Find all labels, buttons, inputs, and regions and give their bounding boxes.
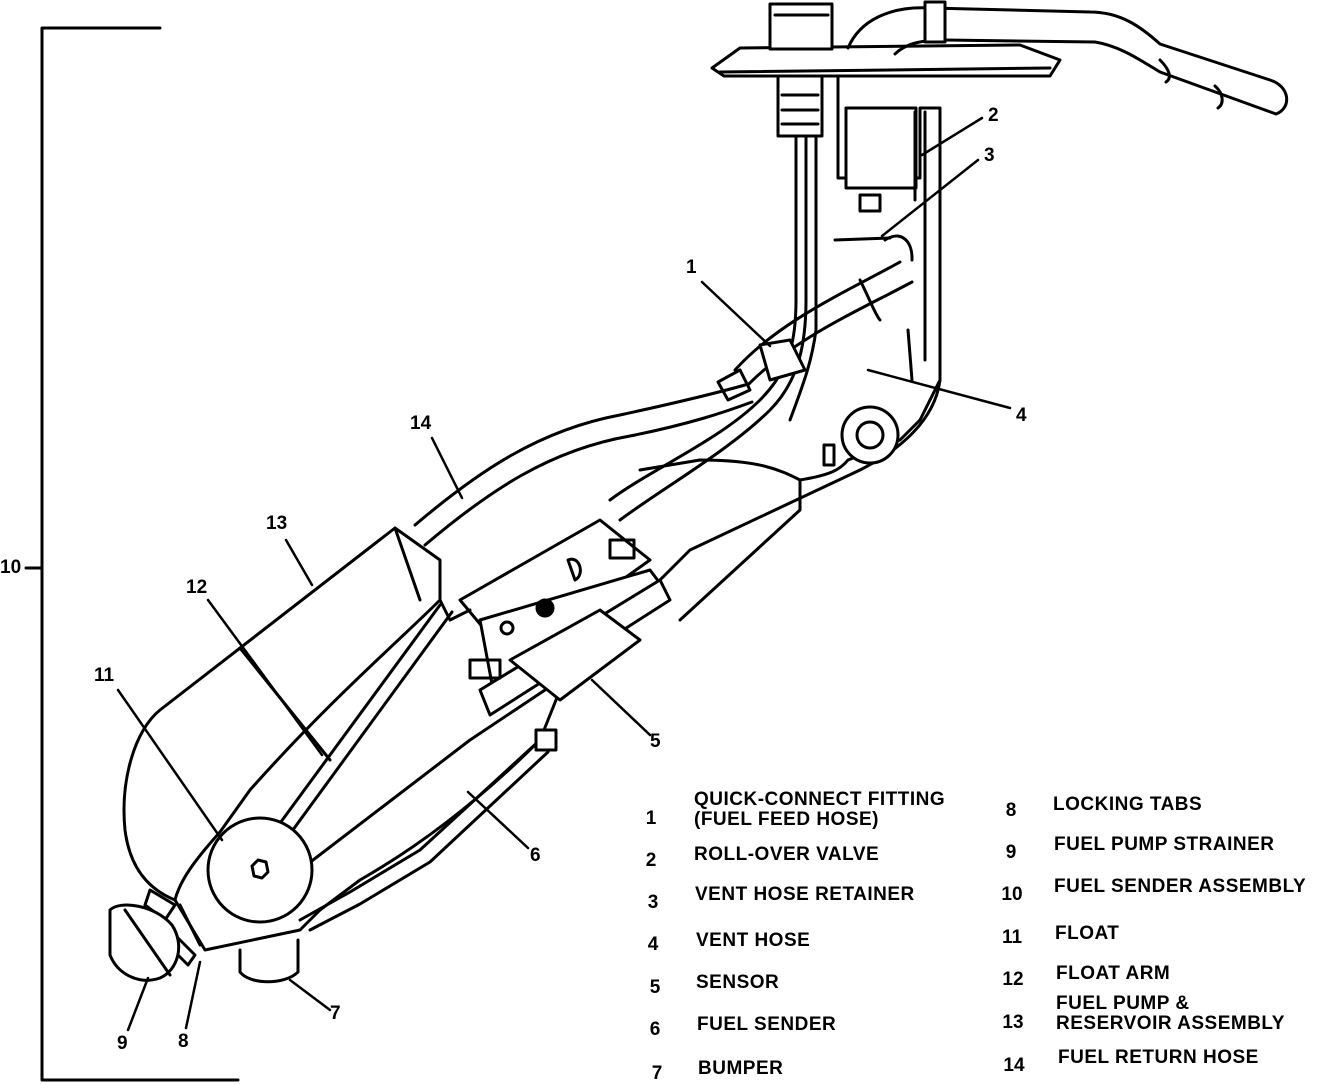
callout-12: 12 [186, 577, 208, 598]
legend-text: SENSOR [696, 972, 780, 993]
callout-4: 4 [1016, 405, 1027, 426]
return-tube [846, 0, 1288, 116]
legend-num: 3 [647, 892, 659, 913]
fuel-pump-strainer [108, 903, 181, 982]
legend-num: 11 [1001, 927, 1023, 948]
callout-2: 2 [988, 105, 999, 126]
mounting-flange [710, 2, 1062, 138]
legend-num: 9 [1005, 842, 1017, 863]
legend-text: VENT HOSE [696, 930, 811, 951]
legend-num: 6 [649, 1019, 661, 1040]
legend-num: 1 [645, 808, 657, 829]
legend-text: FUEL SENDER ASSEMBLY [1054, 876, 1307, 897]
legend-text: ROLL-OVER VALVE [694, 844, 880, 865]
callout-10: 10 [0, 557, 22, 578]
legend-num: 5 [649, 977, 661, 998]
legend-text: FLOAT ARM [1056, 963, 1171, 984]
legend-num: 13 [1002, 1012, 1024, 1033]
float-arm [273, 603, 454, 840]
sensor-block [438, 518, 672, 717]
legend-num: 7 [651, 1063, 663, 1084]
leader-lines [116, 116, 1012, 1032]
legend-num: 12 [1002, 969, 1024, 990]
legend-text: FUEL RETURN HOSE [1058, 1047, 1259, 1068]
vent-hose [733, 260, 914, 390]
callout-6: 6 [530, 845, 541, 866]
fuel-return-hose [413, 383, 754, 547]
callout-5: 5 [650, 731, 661, 752]
legend-text: FLOAT [1055, 923, 1120, 944]
callout-8: 8 [178, 1031, 189, 1052]
legend-num: 14 [1003, 1055, 1025, 1076]
callout-13: 13 [266, 513, 288, 534]
assembly-bracket [24, 26, 240, 1082]
legend-text: LOCKING TABS [1053, 794, 1203, 815]
fuel-feed-lines [608, 134, 818, 522]
legend-num: 4 [647, 934, 659, 955]
legend-text: QUICK-CONNECT FITTING (FUEL FEED HOSE) [694, 789, 946, 830]
callout-1: 1 [686, 257, 697, 278]
callout-11: 11 [94, 665, 115, 686]
callout-3: 3 [984, 145, 995, 166]
legend-text: FUEL PUMP & RESERVOIR ASSEMBLY [1056, 993, 1285, 1034]
bumper [238, 938, 300, 984]
legend-text: FUEL PUMP STRAINER [1054, 834, 1275, 855]
pump-column [833, 74, 942, 422]
callout-9: 9 [117, 1033, 128, 1054]
float [206, 816, 314, 924]
callout-14: 14 [410, 413, 432, 434]
callout-7: 7 [330, 1003, 341, 1024]
fuel-sender-rail [298, 728, 558, 932]
legend-num: 8 [1005, 800, 1017, 821]
legend-text: BUMPER [698, 1058, 784, 1079]
legend-num: 2 [645, 850, 657, 871]
legend-num: 10 [1001, 884, 1023, 905]
legend-text: VENT HOSE RETAINER [695, 884, 915, 905]
base-plate [173, 898, 322, 952]
legend-text: FUEL SENDER [697, 1014, 837, 1035]
